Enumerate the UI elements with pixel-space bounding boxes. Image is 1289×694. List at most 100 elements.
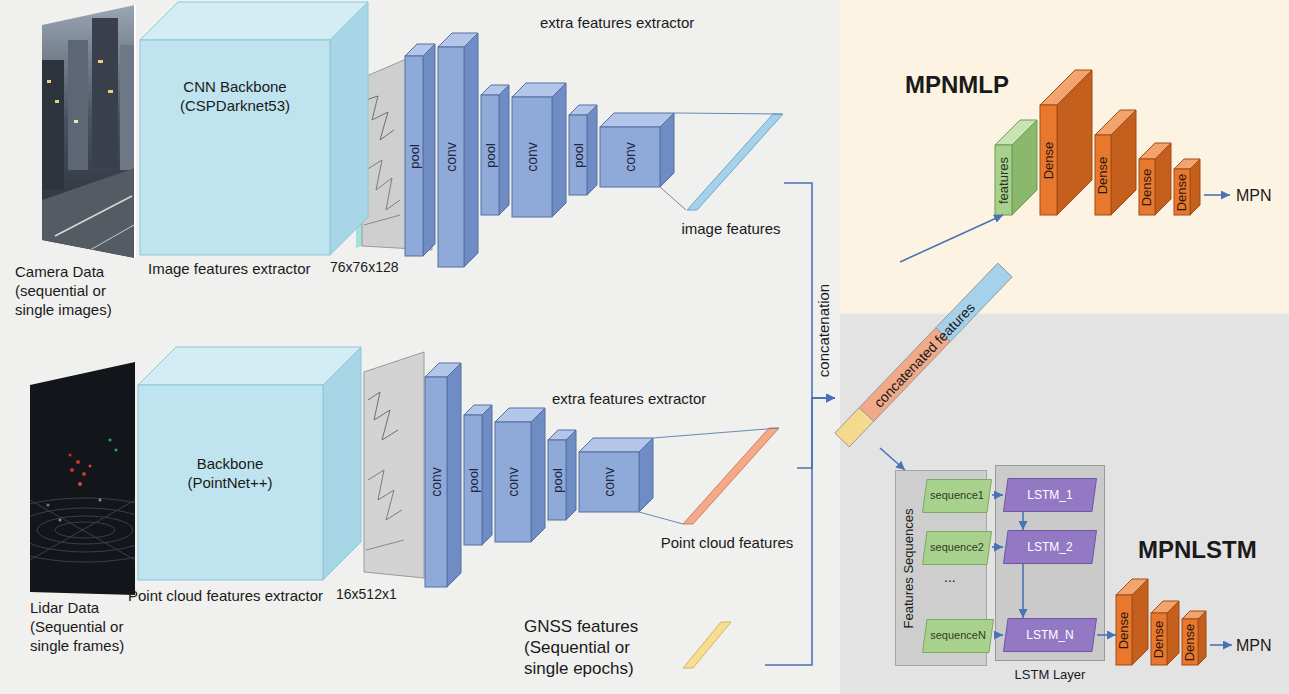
text-slot: Backbone (PointNet++) [165, 455, 295, 493]
projection-lines [639, 113, 782, 524]
layer-face: pool [569, 115, 587, 195]
box-top [140, 2, 368, 40]
pool-layer: pool [548, 430, 576, 520]
slab-front [438, 47, 464, 267]
bar-outline [1004, 531, 1097, 564]
layer-face: Dense [1174, 169, 1190, 215]
node-text: Features Sequences [903, 508, 916, 628]
layer-slab [495, 408, 545, 542]
node-text: MPNLSTM [1138, 535, 1257, 565]
slab-front [425, 377, 447, 587]
layer-face: Dense [1139, 159, 1155, 215]
text-slot: CNN Backbone (CSPDarknet53) [160, 78, 310, 116]
node-text: conv [602, 467, 616, 497]
slab-front [579, 452, 639, 512]
layer-face: Dense [1151, 613, 1167, 665]
sequence-bar: sequenceN [922, 619, 994, 653]
feature-map-image [364, 352, 424, 578]
sequence-bar: sequence1 [922, 479, 992, 513]
slab-front [1040, 105, 1057, 215]
dense-layer: Dense [1151, 601, 1179, 665]
text-slot: LSTM_1 [1003, 478, 1097, 512]
layer-face: Dense [1095, 135, 1111, 215]
node-text: Dense [1176, 173, 1189, 211]
slab-front [512, 97, 552, 217]
node-text: Point cloud features extractor [128, 587, 323, 606]
connector [784, 183, 835, 398]
slab-side [499, 85, 509, 215]
lstm-layer: LSTM LayerLSTM_1LSTM_2LSTM_N [995, 465, 1105, 683]
conv-layer: conv [512, 83, 566, 217]
box-side [330, 2, 368, 255]
slab-front [1095, 135, 1111, 215]
dense-layer: Dense [1182, 611, 1206, 665]
text-slot: GNSS features (Sequential or single epoc… [524, 616, 676, 679]
slab-front [569, 115, 587, 195]
label-slot: Camera Data (sequential or single images… [15, 262, 140, 319]
layer-face: Dense [1116, 595, 1132, 665]
label-slot: extra features extractor [540, 14, 694, 33]
box-front [140, 40, 330, 255]
slab-side [1190, 159, 1200, 215]
node-text: MPNMLP [905, 70, 1009, 100]
conv-layer: conv [600, 113, 674, 187]
slab-front [1174, 169, 1190, 215]
layer-block-shape [996, 466, 1105, 661]
connector [992, 494, 1003, 496]
slab-side [464, 33, 478, 267]
node-text: LSTM_2 [1027, 540, 1072, 555]
text-slot: LSTM_N [1003, 618, 1097, 652]
lstm-cell: LSTM_2 [1003, 530, 1097, 564]
layer-face: conv [495, 422, 531, 542]
connector [1022, 512, 1024, 530]
pool-layer: pool [481, 85, 509, 215]
slab-front [481, 95, 499, 215]
backbone-box: CNN Backbone (CSPDarknet53) Image feature… [138, 0, 378, 280]
conv-layer: conv [438, 33, 478, 267]
node-text: Image features extractor [148, 260, 311, 279]
connector [1022, 564, 1024, 618]
node-text: conv [444, 142, 458, 172]
node-text: Point cloud features [661, 534, 794, 553]
layer-face: conv [512, 97, 552, 217]
slab-front [1139, 159, 1155, 215]
layer-face: pool [481, 95, 499, 215]
bar-outline [923, 480, 992, 513]
node-text: sequence1 [930, 489, 984, 503]
connector [880, 448, 905, 470]
slab-side [1132, 579, 1148, 665]
text-slot: concatenated features [835, 262, 1013, 448]
node-text: pool [408, 144, 421, 169]
output-label: MPN [1236, 186, 1272, 206]
concatenated-vector: concatenated features [835, 262, 1013, 448]
features-layer: features [995, 120, 1037, 215]
camera-image [42, 5, 135, 258]
model-panel: MPNMLPfeaturesDenseDenseDenseDense [840, 0, 1289, 312]
text-slot: sequence2 [922, 531, 992, 565]
label-slot: MPN [1236, 186, 1272, 206]
vector-bar-shape [683, 622, 731, 668]
label-slot: MPN [1236, 636, 1272, 656]
node-text: pool [484, 143, 497, 168]
label-slot: ... [944, 568, 956, 587]
slab-side [1012, 120, 1037, 215]
slab-side [566, 430, 576, 520]
flow-label: concatenation [817, 283, 832, 376]
layer-slab [579, 438, 653, 512]
node-text: LSTM_N [1026, 628, 1073, 643]
conv-layer: conv [495, 408, 545, 542]
layer-face: conv [438, 47, 464, 267]
bar-outline [1004, 479, 1097, 512]
node-text: Dense [1141, 168, 1154, 206]
bar-outline [923, 620, 994, 653]
dense-layer: Dense [1174, 159, 1200, 215]
node-text: Dense [1042, 141, 1055, 179]
node-text: conv [506, 467, 520, 497]
layer-face: pool [548, 440, 566, 520]
node-text: concatenated features [871, 300, 977, 410]
bar-outline [1004, 619, 1097, 652]
node-text: sequenceN [930, 629, 986, 643]
slab-front [1182, 619, 1198, 665]
text-slot: sequence1 [922, 479, 992, 513]
